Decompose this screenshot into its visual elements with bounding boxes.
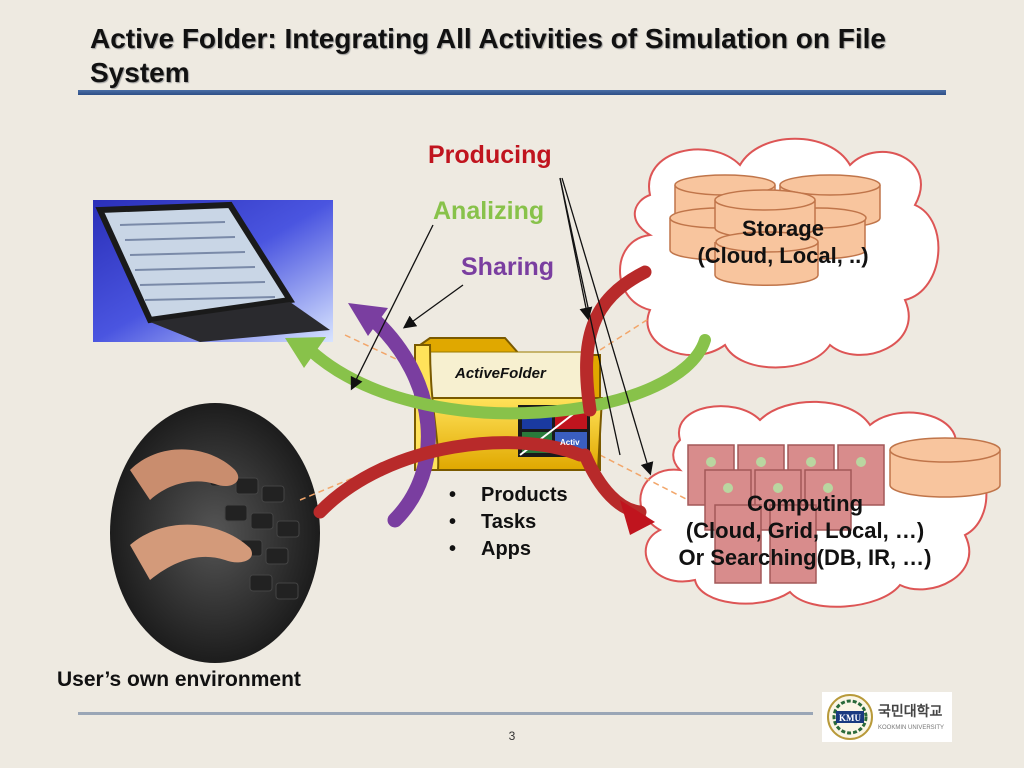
producing-arrow-computing bbox=[578, 448, 647, 519]
label-producing: Producing bbox=[428, 141, 552, 169]
kmu-seal-icon: KMU 국민대학교 KOOKMIN UNIVERSITY bbox=[827, 694, 944, 740]
logo-subtitle: KOOKMIN UNIVERSITY bbox=[878, 725, 944, 731]
storage-caption: Storage (Cloud, Local, ..) bbox=[668, 215, 898, 269]
slide-title: Active Folder: Integrating All Activitie… bbox=[90, 23, 887, 88]
folder-contents-list: Products Tasks Apps bbox=[449, 482, 568, 563]
producing-arrowhead bbox=[620, 500, 655, 535]
footer-rule bbox=[78, 712, 813, 715]
title-underline bbox=[78, 90, 946, 95]
storage-cloud bbox=[619, 137, 940, 369]
label-analizing: Analizing bbox=[433, 197, 545, 225]
folder-inner-label: Activ bbox=[560, 438, 580, 447]
storage-title: Storage bbox=[742, 216, 824, 241]
list-item: Apps bbox=[449, 536, 568, 563]
storage-subtitle: (Cloud, Local, ..) bbox=[697, 243, 869, 268]
typing-hands-image bbox=[110, 403, 320, 663]
list-item: Tasks bbox=[449, 509, 568, 536]
logo-name: 국민대학교 bbox=[878, 703, 943, 720]
computing-title: Computing bbox=[746, 491, 864, 516]
computing-searching: Or Searching(DB, IR, …) bbox=[678, 545, 932, 570]
computing-caption: Computing (Cloud, Grid, Local, …) Or Sea… bbox=[640, 490, 970, 571]
label-pointers bbox=[350, 177, 654, 476]
page-number: 3 bbox=[508, 729, 516, 743]
analizing-arrow bbox=[304, 334, 711, 420]
user-environment-caption: User’s own environment bbox=[57, 668, 301, 691]
analizing-arrowhead bbox=[285, 337, 326, 368]
computing-subtitle: (Cloud, Grid, Local, …) bbox=[685, 518, 925, 543]
sharing-arrowhead bbox=[348, 303, 388, 336]
producing-arrow-user bbox=[313, 436, 587, 519]
kmu-logo: KMU 국민대학교 KOOKMIN UNIVERSITY bbox=[822, 692, 952, 742]
laptop-image bbox=[93, 200, 333, 342]
label-sharing: Sharing bbox=[461, 253, 555, 281]
producing-arrow-storage bbox=[580, 265, 652, 417]
sharing-arrow-up bbox=[364, 310, 436, 528]
logo-badge: KMU bbox=[839, 713, 861, 723]
list-item: Products bbox=[449, 482, 568, 509]
folder-label: ActiveFolder bbox=[454, 365, 547, 382]
activity-arrows bbox=[285, 265, 711, 535]
computing-cloud bbox=[639, 400, 1001, 608]
